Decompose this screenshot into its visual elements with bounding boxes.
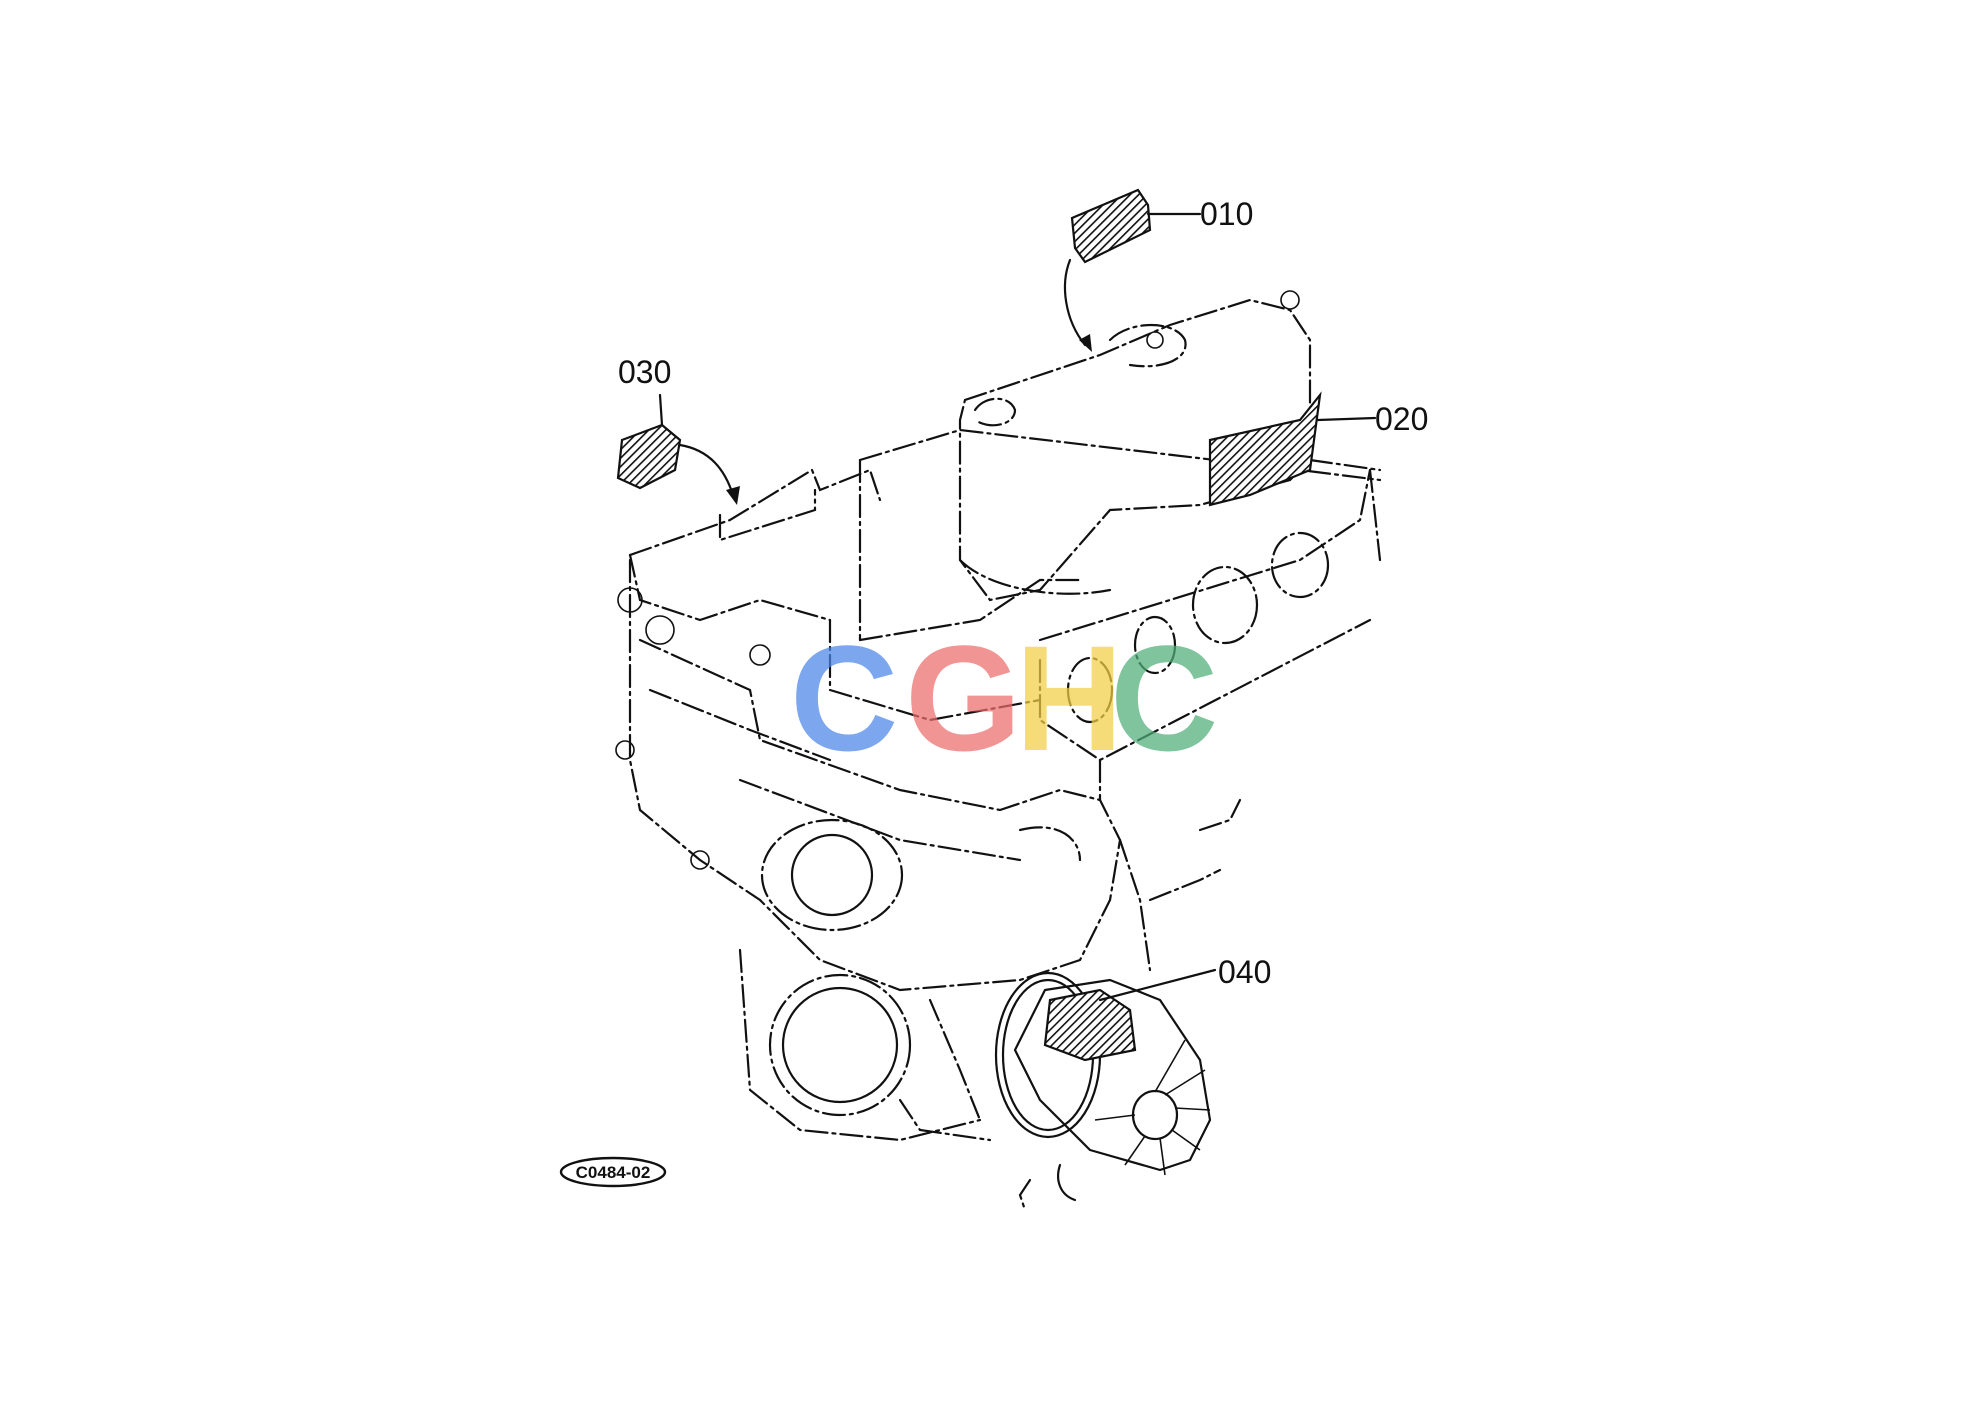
oil-filter-band-hatch [1043, 988, 1137, 1062]
part-030-leader [658, 393, 664, 427]
part-020-leader [1316, 416, 1377, 422]
watermark-letter-3: H [1015, 614, 1123, 782]
head-cover-drawing [958, 290, 1382, 602]
part-010-arrowhead [1079, 334, 1092, 352]
watermark-letter-1: C [790, 614, 898, 782]
callout-030: 030 [618, 354, 671, 390]
part-010-hatch [1070, 188, 1152, 264]
figure-code-oval [559, 1156, 667, 1188]
part-030-hatch [616, 423, 682, 490]
part-030-arrowhead [726, 486, 740, 505]
watermark-letter-2: G [905, 614, 1022, 782]
callout-040: 040 [1218, 954, 1271, 990]
watermark-logo: C G H C [790, 614, 1218, 782]
part-010-arrow [1063, 258, 1087, 347]
watermark-letter-4: C [1110, 614, 1218, 782]
engine-block-drawing [615, 428, 1382, 1142]
callout-020: 020 [1375, 401, 1428, 437]
oil-filter-drawing [994, 971, 1212, 1212]
part-040-leader [1098, 968, 1217, 1002]
part-030-arrow [678, 443, 735, 497]
figure-code: C0484-02 [576, 1163, 651, 1182]
head-cover-gasket-hatch [1208, 391, 1322, 507]
callout-010: 010 [1200, 196, 1253, 232]
